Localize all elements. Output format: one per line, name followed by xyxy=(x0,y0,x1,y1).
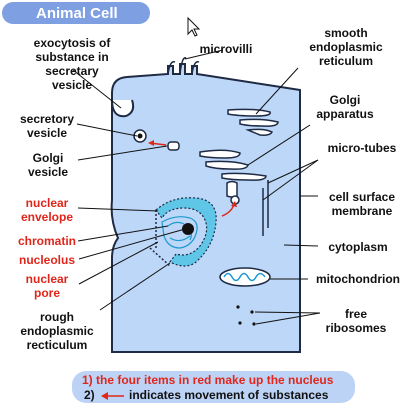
label-secretory-vesicle: secretory vesicle xyxy=(19,112,75,140)
label-microvilli: microvilli xyxy=(199,42,253,56)
label-micro-tubes: micro-tubes xyxy=(327,141,397,155)
diagram-title: Animal Cell xyxy=(36,5,118,22)
label-golgi-vesicle: Golgi vesicle xyxy=(27,151,69,179)
mouse-cursor-icon xyxy=(187,16,201,37)
label-cell-surface-membrane: cell surface membrane xyxy=(328,190,396,218)
label-cytoplasm: cytoplasm xyxy=(328,240,388,254)
label-mitochondrion: mitochondrion xyxy=(316,272,400,286)
label-chromatin: chromatin xyxy=(17,234,76,248)
legend-line-2: 2) indicates movement of substances xyxy=(84,388,328,402)
legend-line-2-number: 2) xyxy=(84,388,95,402)
exocytosis-vesicle xyxy=(111,99,135,118)
title-banner: Animal Cell xyxy=(2,2,150,24)
label-nucleolus: nucleolus xyxy=(18,253,75,267)
nucleus xyxy=(149,197,217,267)
label-nuclear-envelope: nuclear envelope xyxy=(20,196,74,224)
label-rough-er: rough endoplasmic recticulum xyxy=(20,310,94,352)
smooth-er xyxy=(227,108,279,136)
label-free-ribosomes: free ribosomes xyxy=(325,307,387,335)
free-ribosomes-shape xyxy=(236,305,256,326)
legend-box: 1) the four items in red make up the nuc… xyxy=(72,371,355,403)
rough-er-shape xyxy=(155,197,217,267)
golgi-apparatus xyxy=(199,149,267,205)
legend-red-arrow-icon xyxy=(101,392,124,400)
label-smooth-er: smooth endoplasmic reticulum xyxy=(309,26,383,68)
leader-lines xyxy=(72,49,321,325)
legend-line-1: 1) the four items in red make up the nuc… xyxy=(82,373,334,387)
legend-line-2-text: indicates movement of substances xyxy=(129,388,329,402)
nucleolus-shape xyxy=(182,223,194,235)
microvilli-shape xyxy=(167,57,200,75)
mitochondrion-shape xyxy=(219,267,271,287)
movement-arrowheads xyxy=(148,140,237,207)
label-golgi-apparatus: Golgi apparatus xyxy=(316,93,374,121)
secretory-vesicle-core xyxy=(137,133,143,139)
label-exocytosis: exocytosis of substance in secretary ves… xyxy=(33,36,111,92)
label-nuclear-pore: nuclear pore xyxy=(25,272,69,300)
golgi-vesicle-shape xyxy=(167,141,180,151)
micro-tubes-shape xyxy=(262,180,269,236)
